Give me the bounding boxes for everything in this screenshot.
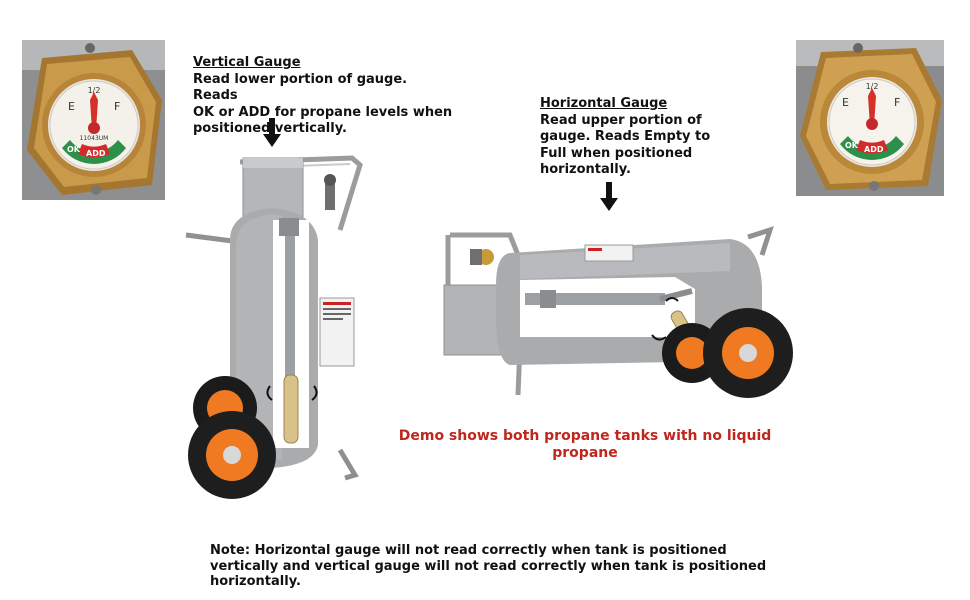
gauge-half-label: 1/2 — [88, 86, 101, 95]
vertical-gauge-line-2: OK or ADD for propane levels when — [193, 104, 453, 120]
gauge-e-label: E — [842, 96, 849, 109]
note-text: Note: Horizontal gauge will not read cor… — [210, 543, 810, 590]
vertical-gauge-line-1: Read lower portion of gauge. Reads — [193, 71, 408, 104]
horizontal-gauge-description: Horizontal Gauge Read upper portion of g… — [540, 96, 750, 179]
gauge-f-label: F — [114, 100, 120, 113]
gauge-f-label: F — [894, 96, 900, 109]
horizontal-gauge-line-1: Read upper portion of — [540, 112, 702, 128]
vertical-gauge-line-3: positioned vertically. — [193, 121, 347, 136]
gauge-half-label: 1/2 — [866, 82, 879, 91]
down-arrow-icon — [262, 118, 282, 152]
horizontal-gauge-photo: 1/2 E F OK ADD — [796, 40, 944, 196]
vertical-gauge-title: Vertical Gauge — [193, 55, 301, 70]
gauge-add-label: ADD — [864, 145, 884, 154]
horizontal-gauge-line-3: Full when positioned — [540, 145, 693, 161]
gauge-add-label: ADD — [86, 149, 106, 158]
horizontal-gauge-line-4: horizontally. — [540, 162, 631, 177]
vertical-tank-illustration — [180, 150, 380, 504]
gauge-model-label: 11043UM — [80, 135, 109, 142]
vertical-gauge-photo: 1/2 E F OK ADD 11043UM — [22, 40, 165, 200]
gauge-ok-label: OK — [845, 141, 859, 150]
horizontal-gauge-title: Horizontal Gauge — [540, 96, 668, 111]
vertical-gauge-description: Vertical Gauge Read lower portion of gau… — [193, 55, 453, 138]
down-arrow-icon — [599, 182, 619, 216]
note-line-1: Note: Horizontal gauge will not read cor… — [210, 543, 727, 558]
gauge-e-label: E — [68, 100, 75, 113]
note-line-2: vertically and vertical gauge will not r… — [210, 558, 767, 574]
demo-caption-line-2: propane — [552, 445, 618, 461]
demo-caption: Demo shows both propane tanks with no li… — [390, 428, 780, 462]
horizontal-tank-illustration — [430, 225, 800, 414]
demo-caption-line-1: Demo shows both propane tanks with no li… — [398, 428, 772, 444]
note-line-3: horizontally. — [210, 574, 301, 589]
gauge-ok-label: OK — [67, 145, 81, 154]
horizontal-gauge-line-2: gauge. Reads Empty to — [540, 129, 711, 144]
